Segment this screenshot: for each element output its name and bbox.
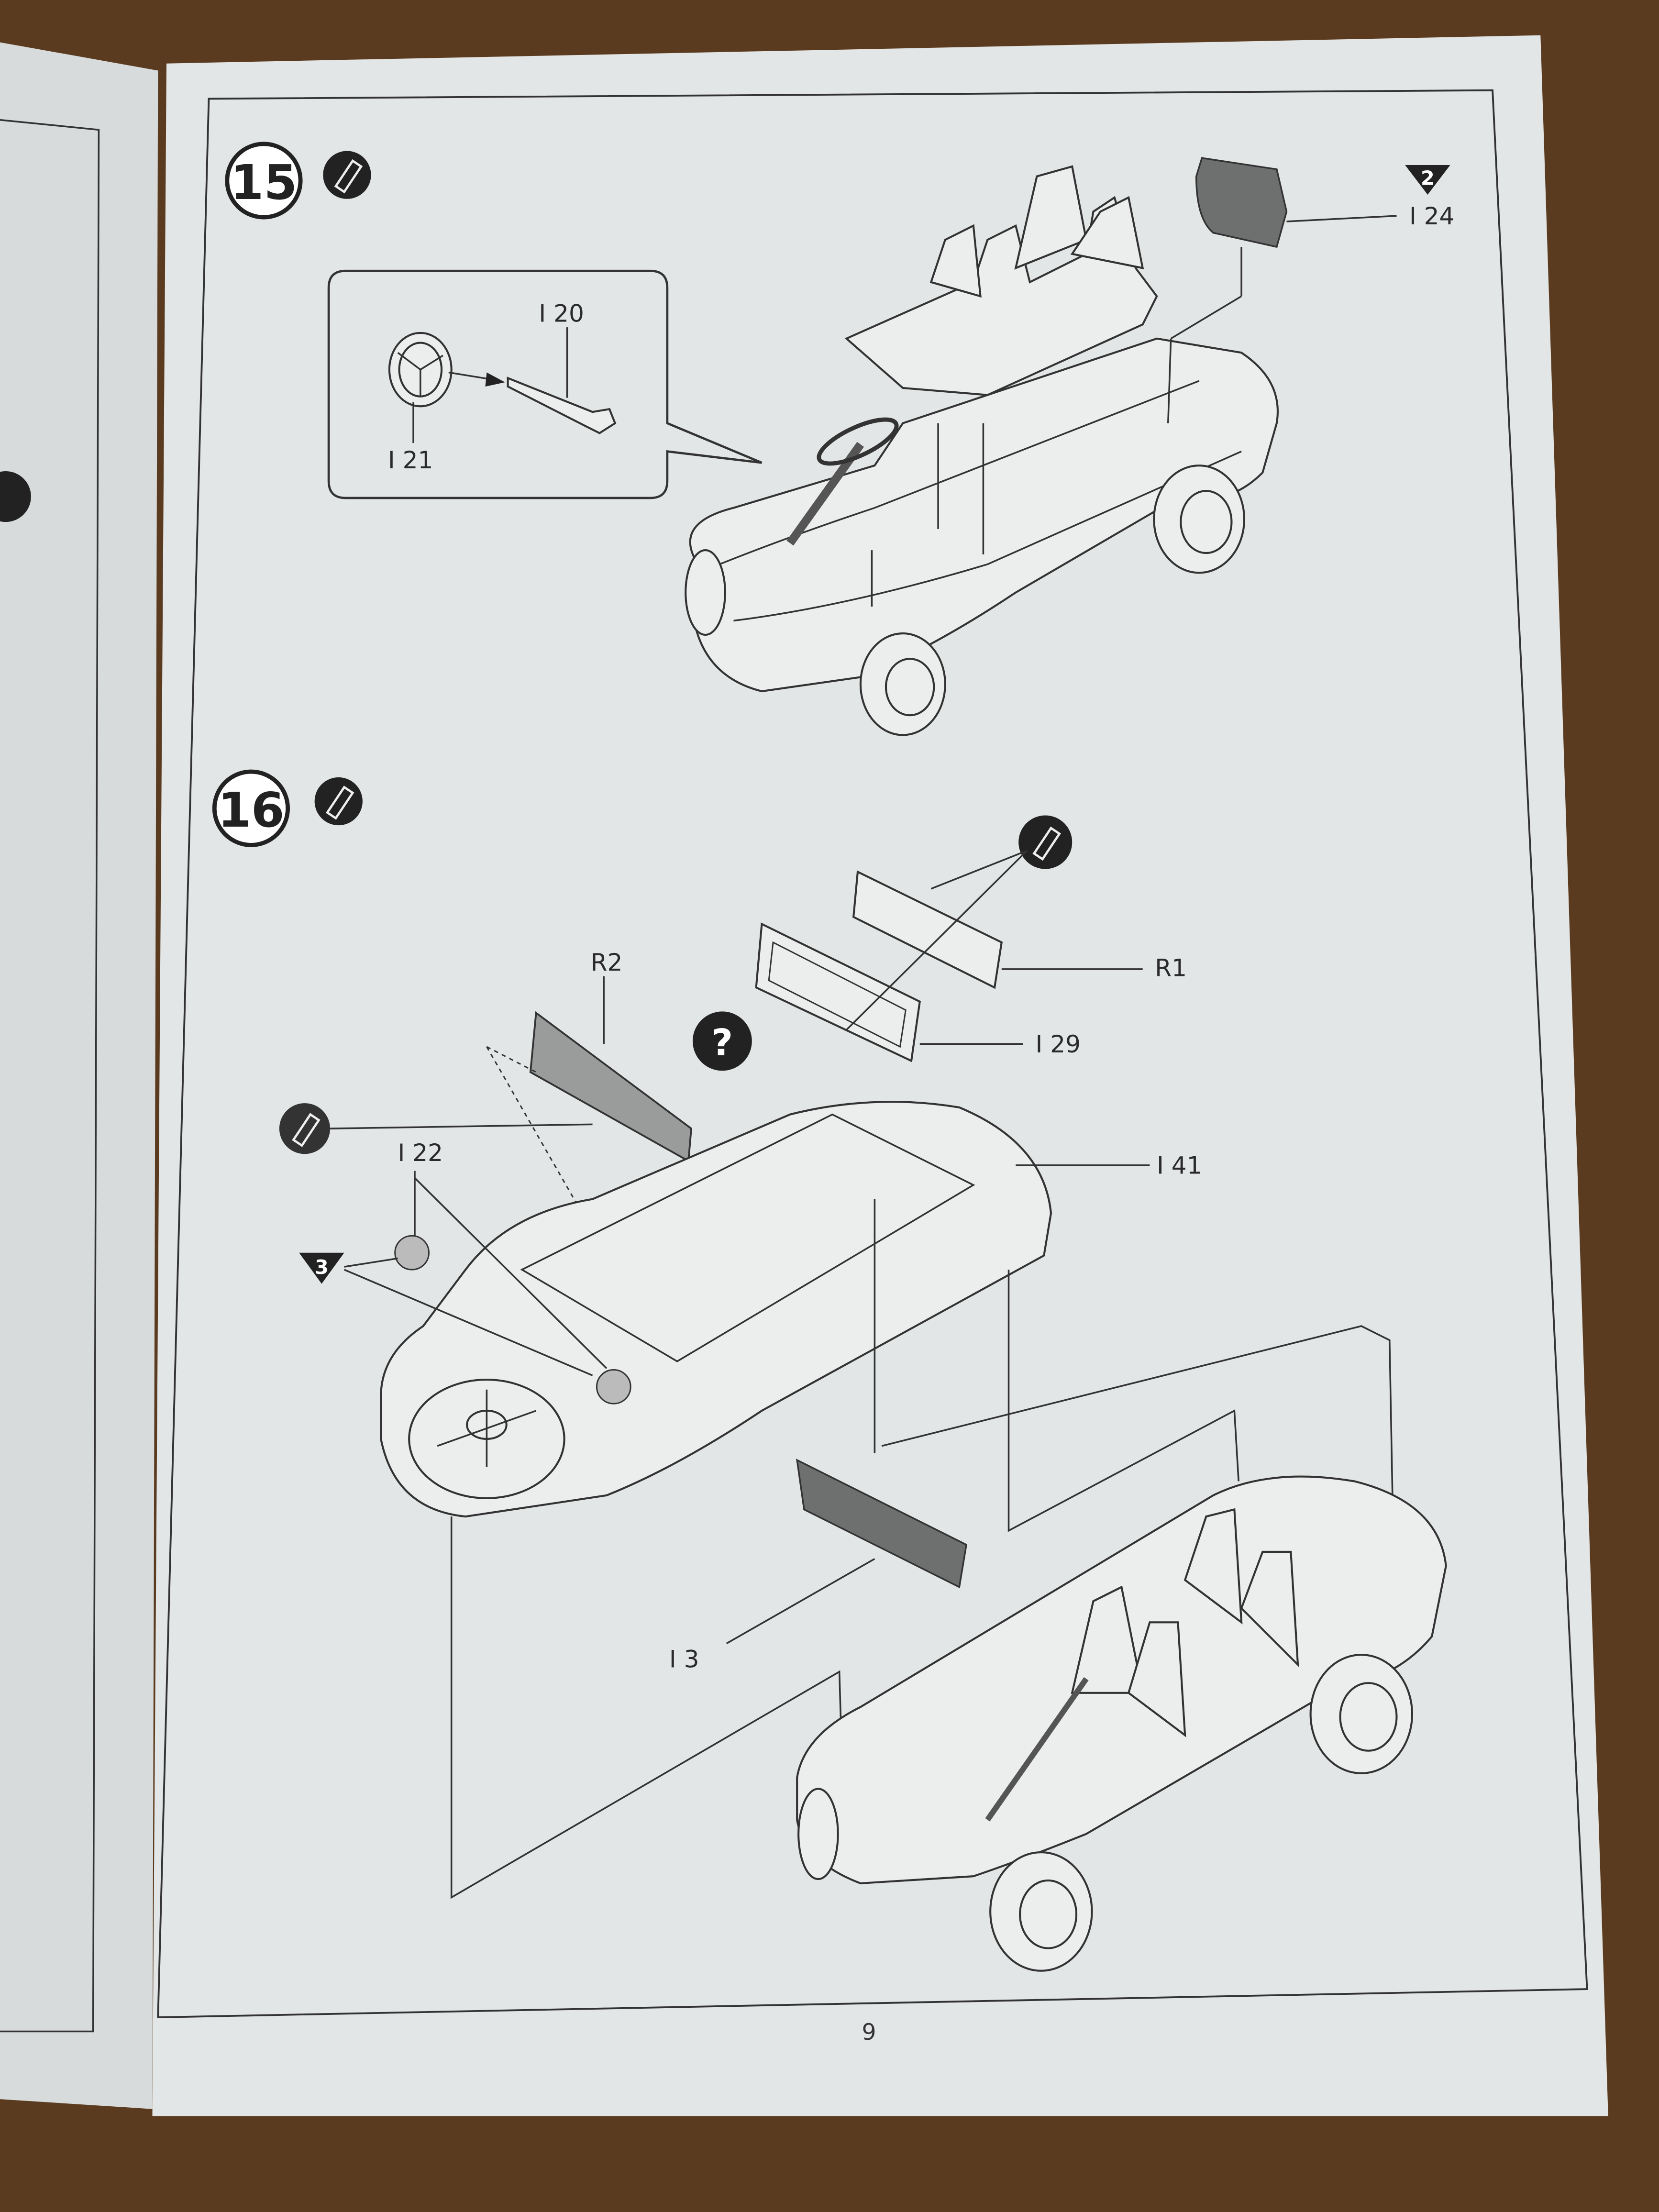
help-icon (692, 1011, 752, 1071)
part-label: I 22 (398, 1139, 443, 1167)
step-number: 16 (218, 782, 285, 838)
svg-text:?: ? (712, 1022, 733, 1064)
part-label: R2 (591, 948, 623, 976)
marker-number: 3 (315, 1256, 329, 1279)
steering-wheel-part (388, 332, 453, 408)
mirror-frame-part (755, 922, 921, 1062)
paint-brush-icon (323, 151, 371, 199)
page-border (157, 89, 1588, 2018)
assembly-count-marker (299, 1252, 344, 1284)
left-page (0, 42, 158, 2109)
vehicle-assembly-16 (796, 1475, 1447, 1972)
part-label: I 29 (1035, 1030, 1081, 1058)
rear-panel-part (1195, 157, 1288, 248)
marker-number: 2 (1421, 166, 1435, 189)
paint-brush-icon (314, 777, 363, 826)
part-label: I 3 (669, 1645, 699, 1673)
paint-brush-icon (279, 1103, 331, 1154)
rear-seat-back-part (796, 1459, 968, 1589)
assembly-count-marker (1405, 165, 1450, 195)
steering-shaft-part (507, 376, 617, 434)
detail-inset (327, 269, 763, 499)
page-number: 9 (862, 2019, 876, 2046)
part-label: R1 (1155, 954, 1187, 982)
step-15: 15 I 20 I 21 (225, 142, 1455, 736)
part-label: I 21 (388, 446, 433, 474)
step-number: 15 (231, 155, 298, 210)
part-label: I 24 (1409, 202, 1455, 230)
mirror-part (852, 870, 1003, 989)
part-label: I 41 (1157, 1151, 1202, 1180)
step-16: 16 R1 I 29 R2 ? I 22 3 (212, 769, 1447, 1972)
vehicle-assembly-15 (685, 165, 1279, 736)
part-label: I 20 (539, 299, 584, 327)
paint-brush-icon (1018, 815, 1073, 869)
